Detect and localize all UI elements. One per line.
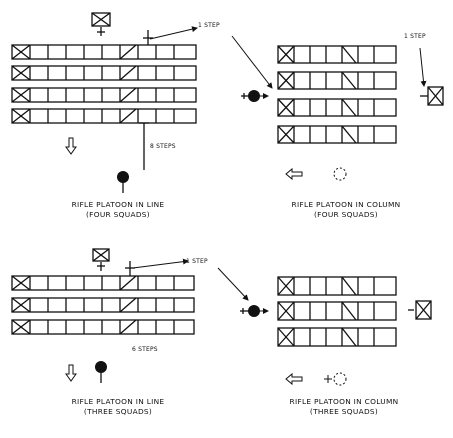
squad-column [277, 45, 397, 64]
platoon-leader-icon [240, 305, 269, 317]
caption-title: RIFLE PLATOON IN LINE [71, 397, 165, 406]
platoon-leader-symbol [92, 248, 110, 271]
caption-title: RIFLE PLATOON IN LINE [71, 200, 165, 209]
platoon-column-three-squads [217, 267, 432, 386]
squad-column [277, 276, 397, 296]
platoon-sergeant-icon [117, 171, 129, 193]
caption: RIFLE PLATOON IN LINE (FOUR SQUADS) [18, 200, 218, 220]
caption-title: RIFLE PLATOON IN COLUMN [289, 397, 399, 406]
platoon-sergeant-icon [95, 361, 107, 383]
march-direction-arrow-icon [65, 137, 77, 155]
squad-column [277, 71, 397, 90]
caption-title: RIFLE PLATOON IN COLUMN [291, 200, 401, 209]
squad-row [11, 319, 195, 335]
march-direction-arrow-icon [285, 372, 303, 386]
caption: RIFLE PLATOON IN LINE (THREE SQUADS) [18, 397, 218, 417]
platoon-line-four-squads [11, 12, 198, 193]
caption-subtitle: (THREE SQUADS) [309, 407, 379, 416]
step-label: 1 STEP [404, 33, 426, 40]
squad-row [11, 44, 197, 60]
squad-column [277, 327, 397, 347]
march-direction-arrow-icon [285, 167, 303, 181]
march-direction-arrow-icon [65, 364, 77, 382]
squad-column [277, 125, 397, 144]
squad-row [11, 65, 197, 81]
platoon-leader-icon [241, 90, 269, 102]
caption-subtitle: (FOUR SQUADS) [314, 210, 378, 219]
step-marker [125, 258, 189, 276]
squad-row [11, 275, 195, 291]
distance-label: 8 STEPS [150, 143, 176, 150]
distance-marker [139, 122, 149, 170]
distance-label: 6 STEPS [132, 346, 158, 353]
position-marker-icon [333, 167, 347, 181]
step-label: 1 STEP [186, 258, 208, 265]
caption-subtitle: (THREE SQUADS) [83, 407, 153, 416]
platoon-line-three-squads [11, 248, 195, 383]
platoon-column-four-squads [231, 35, 444, 181]
caption: RIFLE PLATOON IN COLUMN (FOUR SQUADS) [246, 200, 446, 220]
squad-row [11, 87, 197, 103]
step-marker [143, 26, 198, 45]
caption-subtitle: (FOUR SQUADS) [86, 210, 150, 219]
platoon-leader-symbol [91, 12, 111, 36]
squad-column [277, 301, 397, 321]
step-label: 1 STEP [198, 22, 220, 29]
squad-row [11, 297, 195, 313]
position-marker-icon [324, 372, 347, 386]
squad-column [277, 98, 397, 117]
squad-row [11, 108, 197, 124]
platoon-sergeant-symbol [408, 300, 432, 320]
platoon-sergeant-symbol [419, 47, 444, 106]
caption: RIFLE PLATOON IN COLUMN (THREE SQUADS) [244, 397, 444, 417]
